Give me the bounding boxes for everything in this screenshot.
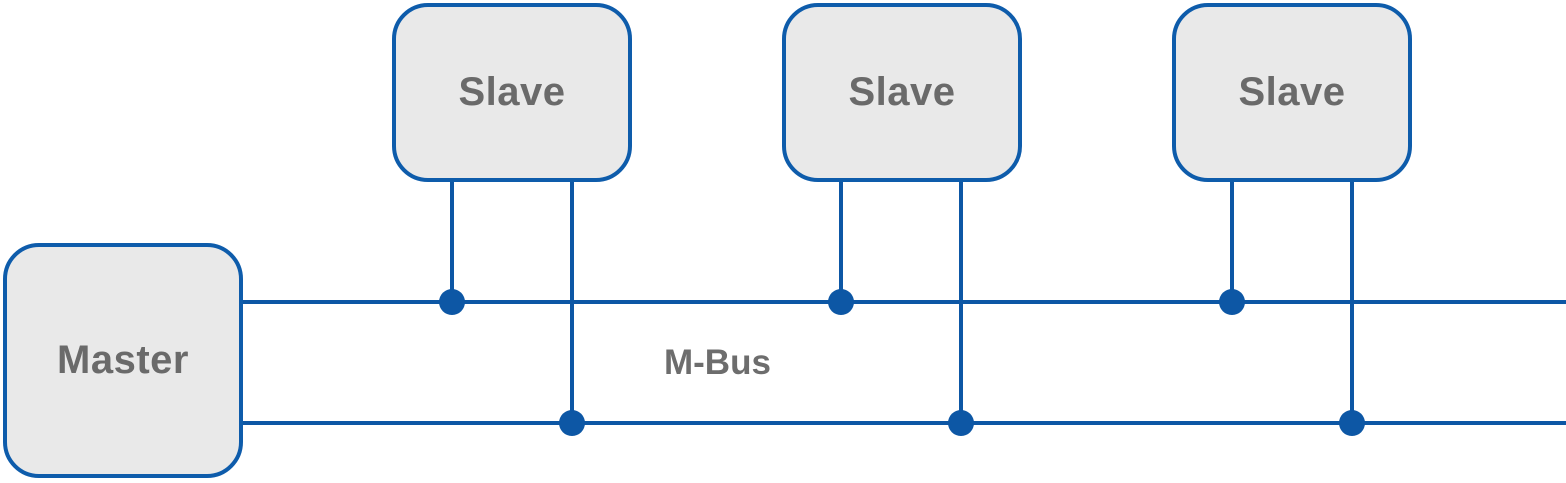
slave-3-bottom-bus-junction-dot [1339,410,1365,436]
slave-1-top-bus-junction-dot [439,289,465,315]
slave-3-left-drop-wire [1230,182,1234,302]
slave-1-right-drop-wire [570,182,574,423]
master-node: Master [3,243,243,478]
master-node-label: Master [57,338,189,382]
slave-2-bottom-bus-junction-dot [948,410,974,436]
slave-1-bottom-bus-junction-dot [559,410,585,436]
slave-3-right-drop-wire [1350,182,1354,423]
slave-node-1-label: Slave [458,70,566,114]
slave-node-1: Slave [392,3,632,182]
slave-1-left-drop-wire [450,182,454,302]
slave-node-3-label: Slave [1238,70,1346,114]
slave-3-top-bus-junction-dot [1219,289,1245,315]
bus-name-label: M-Bus [664,343,771,382]
slave-node-2-label: Slave [848,70,956,114]
slave-node-2: Slave [782,3,1022,182]
slave-node-3: Slave [1172,3,1412,182]
top-bus-wire [243,300,1566,304]
slave-2-left-drop-wire [839,182,843,302]
slave-2-top-bus-junction-dot [828,289,854,315]
bottom-bus-wire [243,421,1566,425]
slave-2-right-drop-wire [959,182,963,423]
